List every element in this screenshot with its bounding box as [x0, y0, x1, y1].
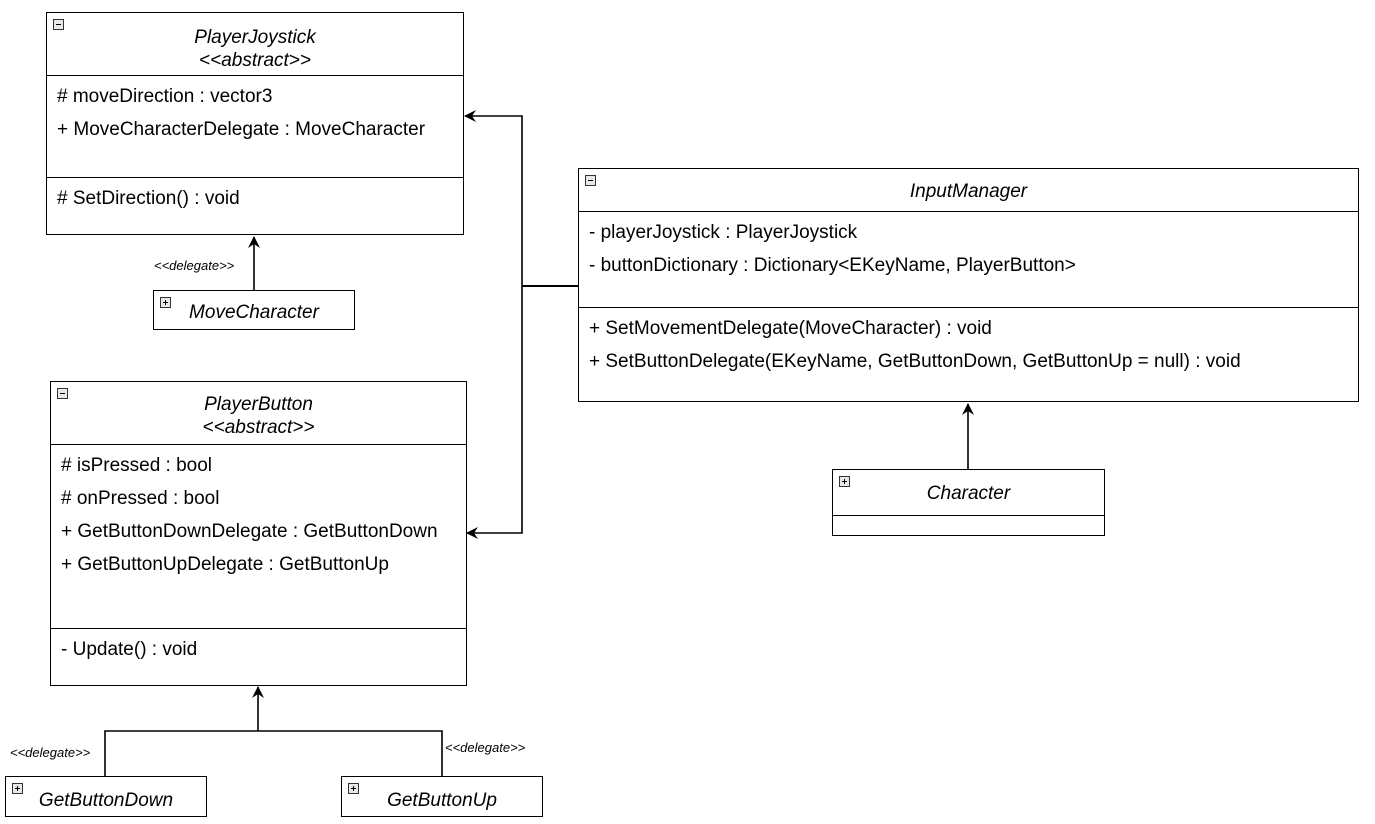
class-name: Character [926, 483, 1011, 504]
class-player-joystick[interactable]: PlayerJoystick <<abstract>> # moveDirect… [46, 12, 464, 235]
divider [579, 211, 1358, 212]
divider [51, 628, 466, 629]
operation-row[interactable]: - Update() : void [61, 639, 198, 660]
class-header: PlayerButton <<abstract>> [51, 382, 466, 444]
connector-to-playerjoystick [464, 110, 523, 286]
plus-toggle-icon[interactable] [348, 783, 359, 794]
divider [833, 515, 1104, 516]
plus-toggle-icon[interactable] [160, 297, 171, 308]
class-name: PlayerButton [204, 394, 313, 415]
attribute-row[interactable]: # moveDirection : vector3 [57, 86, 273, 107]
attributes-section: - playerJoystick : PlayerJoystick - butt… [579, 212, 1358, 307]
attribute-row[interactable]: - playerJoystick : PlayerJoystick [589, 222, 858, 243]
class-stereotype: <<abstract>> [202, 417, 315, 438]
attributes-section: # moveDirection : vector3 + MoveCharacte… [47, 76, 463, 177]
attribute-row[interactable]: + GetButtonUpDelegate : GetButtonUp [61, 554, 389, 575]
class-name: PlayerJoystick [194, 27, 316, 48]
divider [51, 444, 466, 445]
class-header: Character [833, 470, 1104, 515]
class-character[interactable]: Character [832, 469, 1105, 536]
attribute-row[interactable]: + MoveCharacterDelegate : MoveCharacter [57, 119, 426, 140]
class-header: PlayerJoystick <<abstract>> [47, 13, 463, 75]
class-stereotype: <<abstract>> [199, 50, 311, 71]
connector-to-playerbutton [466, 286, 523, 539]
attribute-row[interactable]: # isPressed : bool [61, 455, 213, 476]
minus-toggle-icon[interactable] [53, 19, 64, 30]
operations-section: - Update() : void [51, 629, 466, 665]
class-name: InputManager [909, 181, 1028, 202]
divider [579, 307, 1358, 308]
connector-getbuttondown [104, 730, 258, 776]
minus-toggle-icon[interactable] [57, 388, 68, 399]
class-header: MoveCharacter [154, 291, 354, 329]
operations-section: # SetDirection() : void [47, 178, 463, 214]
class-player-button[interactable]: PlayerButton <<abstract>> # isPressed : … [50, 381, 467, 686]
class-name: GetButtonUp [387, 790, 497, 811]
plus-toggle-icon[interactable] [12, 783, 23, 794]
delegate-stereotype-label: <<delegate>> [445, 740, 526, 755]
attribute-row[interactable]: - buttonDictionary : Dictionary<EKeyName… [589, 255, 1076, 276]
delegate-stereotype-label: <<delegate>> [154, 258, 235, 273]
divider [47, 75, 463, 76]
class-name: GetButtonDown [38, 790, 174, 811]
delegate-stereotype-label: <<delegate>> [10, 745, 91, 760]
class-get-button-up[interactable]: GetButtonUp [341, 776, 543, 817]
class-name: MoveCharacter [189, 302, 319, 323]
operations-section: + SetMovementDelegate(MoveCharacter) : v… [579, 308, 1358, 377]
class-header: GetButtonDown [6, 777, 206, 816]
class-get-button-down[interactable]: GetButtonDown [5, 776, 207, 817]
operation-row[interactable]: # SetDirection() : void [57, 188, 240, 209]
attribute-row[interactable]: + GetButtonDownDelegate : GetButtonDown [61, 521, 438, 542]
connector-getbuttonup [258, 730, 443, 776]
class-move-character[interactable]: MoveCharacter [153, 290, 355, 330]
class-header: GetButtonUp [342, 777, 542, 816]
attribute-row[interactable]: # onPressed : bool [61, 488, 220, 509]
class-header: InputManager [579, 169, 1358, 211]
divider [47, 177, 463, 178]
plus-toggle-icon[interactable] [839, 476, 850, 487]
minus-toggle-icon[interactable] [585, 175, 596, 186]
operation-row[interactable]: + SetButtonDelegate(EKeyName, GetButtonD… [589, 351, 1241, 372]
operation-row[interactable]: + SetMovementDelegate(MoveCharacter) : v… [589, 318, 992, 339]
empty-section [833, 516, 1104, 524]
attributes-section: # isPressed : bool # onPressed : bool + … [51, 445, 466, 628]
class-input-manager[interactable]: InputManager - playerJoystick : PlayerJo… [578, 168, 1359, 402]
